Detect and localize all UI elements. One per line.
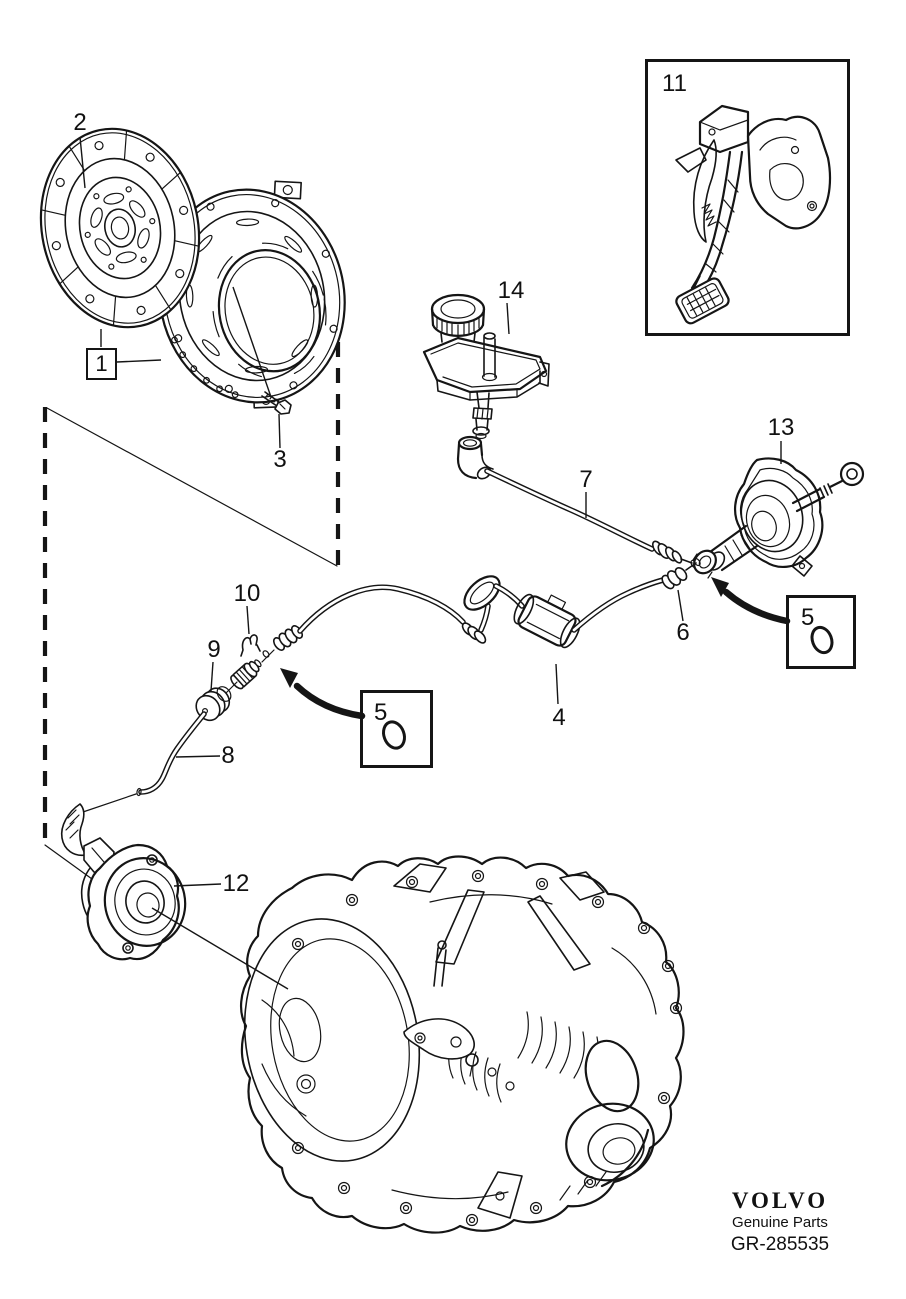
drawing-number: GR-285535 — [730, 1233, 830, 1255]
callout-11: 11 — [662, 70, 687, 97]
callout-10: 10 — [233, 580, 261, 607]
clutch-pedal — [675, 104, 832, 325]
clutch-master-cylinder — [692, 457, 865, 579]
o-ring-arrows — [280, 577, 791, 720]
supply-hose — [456, 435, 698, 569]
callout-2: 2 — [73, 109, 87, 136]
callout-1: 1 — [95, 351, 108, 376]
callout-6: 6 — [676, 619, 690, 646]
pipe-couplings — [79, 634, 262, 814]
callout-3: 3 — [273, 446, 287, 473]
brand-block: VOLVO Genuine Parts GR-285535 — [700, 1188, 860, 1257]
o-ring-right — [810, 625, 834, 655]
release-bearing — [60, 803, 187, 961]
callout-14: 14 — [497, 277, 525, 304]
callout-4: 4 — [552, 704, 566, 731]
pressure-plate — [154, 180, 346, 409]
o-ring-box-left: 5 — [360, 690, 433, 768]
inset-box-pedal: 11 — [645, 59, 850, 336]
quick-connector — [661, 557, 701, 590]
clutch-pipe-assembly — [261, 557, 701, 663]
o-ring-box-right: 5 — [786, 595, 856, 669]
callout-7: 7 — [579, 466, 593, 493]
callout-13: 13 — [767, 414, 795, 441]
transmission — [240, 855, 685, 1234]
leader-lines — [79, 136, 782, 990]
callout-8: 8 — [221, 742, 235, 769]
shift-linkage — [403, 940, 515, 1091]
genuine-parts-text: Genuine Parts — [732, 1214, 828, 1232]
callout-5-right: 5 — [801, 604, 815, 631]
callout-5-left: 5 — [374, 699, 388, 726]
flywheel-bolt — [261, 391, 292, 415]
callout-9: 9 — [207, 636, 221, 663]
callout-box-1: 1 — [86, 348, 117, 380]
volvo-logo: VOLVO — [731, 1188, 829, 1213]
o-ring-left — [382, 720, 406, 750]
dashed-boundary — [42, 342, 341, 880]
clutch-disc — [39, 127, 201, 329]
fluid-reservoir — [422, 293, 550, 440]
callout-12: 12 — [222, 870, 250, 897]
